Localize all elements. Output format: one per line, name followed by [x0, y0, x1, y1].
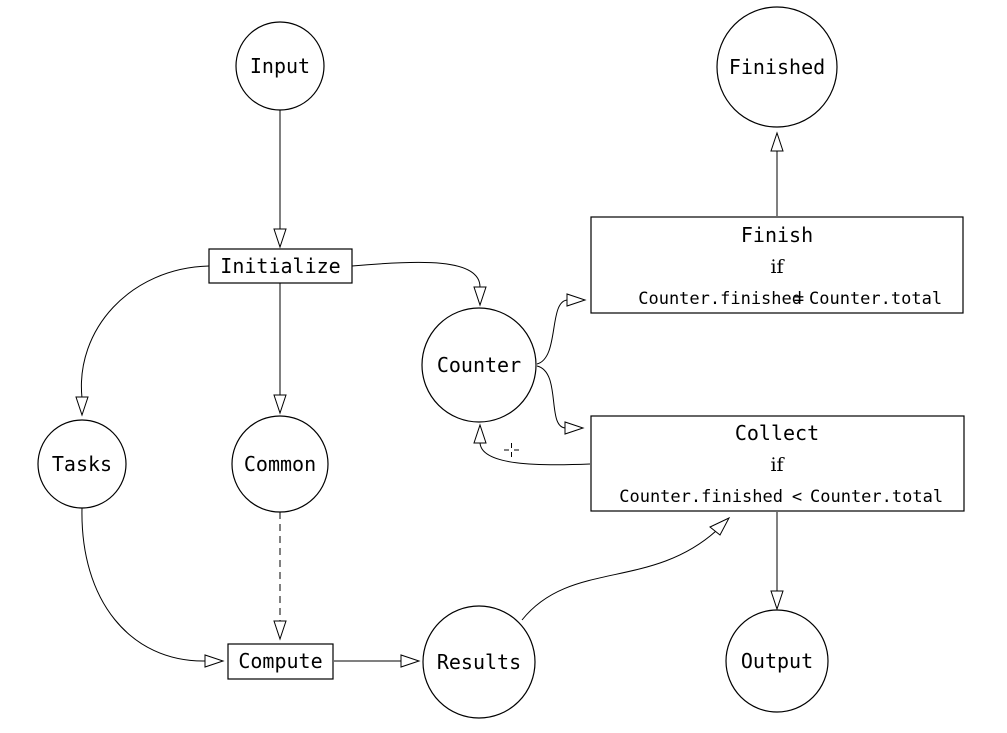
finish-condition-lhs: Counter.finished: [638, 289, 802, 309]
arrowhead: [400, 654, 421, 668]
edge-initialize-tasks: [80, 265, 210, 399]
node-finished-label: Finished: [729, 55, 825, 79]
arrowhead: [564, 421, 585, 435]
collect-title: Collect: [735, 421, 819, 445]
node-finished: Finished: [716, 6, 838, 128]
node-input-label: Input: [250, 54, 310, 78]
arrowhead: [770, 590, 784, 611]
arrowhead: [273, 394, 287, 415]
edge-counter-finish: [536, 299, 569, 365]
node-common: Common: [231, 415, 329, 513]
collect-condition-lhs: Counter.finished: [619, 487, 783, 507]
arrowhead: [566, 293, 587, 307]
node-output: Output: [725, 609, 829, 713]
arrowhead: [204, 654, 225, 668]
arrowhead: [473, 423, 487, 444]
node-initialize: Initialize: [208, 248, 353, 284]
node-output-label: Output: [741, 649, 813, 673]
node-counter-label: Counter: [437, 353, 521, 377]
node-collect: Collect if Counter.finished < Counter.to…: [590, 415, 965, 512]
collect-if: if: [770, 454, 785, 476]
edge-tasks-compute: [81, 507, 206, 662]
node-results-label: Results: [437, 650, 521, 674]
node-finish: Finish if Counter.finished = Counter.tot…: [590, 216, 964, 314]
arrowhead: [473, 286, 487, 307]
finish-if: if: [770, 256, 785, 278]
edge-collect-counter: [479, 441, 591, 466]
node-tasks: Tasks: [37, 419, 127, 509]
finish-condition-rhs: Counter.total: [809, 289, 942, 309]
node-input: Input: [235, 21, 325, 111]
finish-title: Finish: [741, 223, 813, 247]
node-common-label: Common: [244, 452, 316, 476]
edges: [75, 110, 784, 668]
node-initialize-label: Initialize: [220, 254, 340, 278]
node-results: Results: [422, 605, 536, 719]
node-compute: Compute: [227, 643, 334, 680]
edge-initialize-counter: [351, 261, 481, 288]
edge-counter-collect: [536, 365, 567, 429]
collect-condition-rhs: Counter.total: [810, 487, 943, 507]
arrowhead: [770, 131, 784, 152]
finish-condition: Counter.finished = Counter.total: [638, 289, 942, 309]
arrowhead: [273, 620, 287, 641]
collect-condition-operator: <: [792, 487, 802, 507]
crosshair-cursor-icon: [504, 443, 519, 457]
collect-condition: Counter.finished < Counter.total: [619, 487, 943, 507]
arrowhead: [273, 228, 287, 249]
edge-results-collect: [521, 530, 717, 621]
node-tasks-label: Tasks: [52, 452, 112, 476]
arrowhead: [75, 396, 89, 417]
node-counter: Counter: [421, 307, 537, 423]
arrowhead: [709, 516, 731, 536]
node-compute-label: Compute: [238, 649, 322, 673]
finish-condition-operator: =: [794, 289, 804, 309]
